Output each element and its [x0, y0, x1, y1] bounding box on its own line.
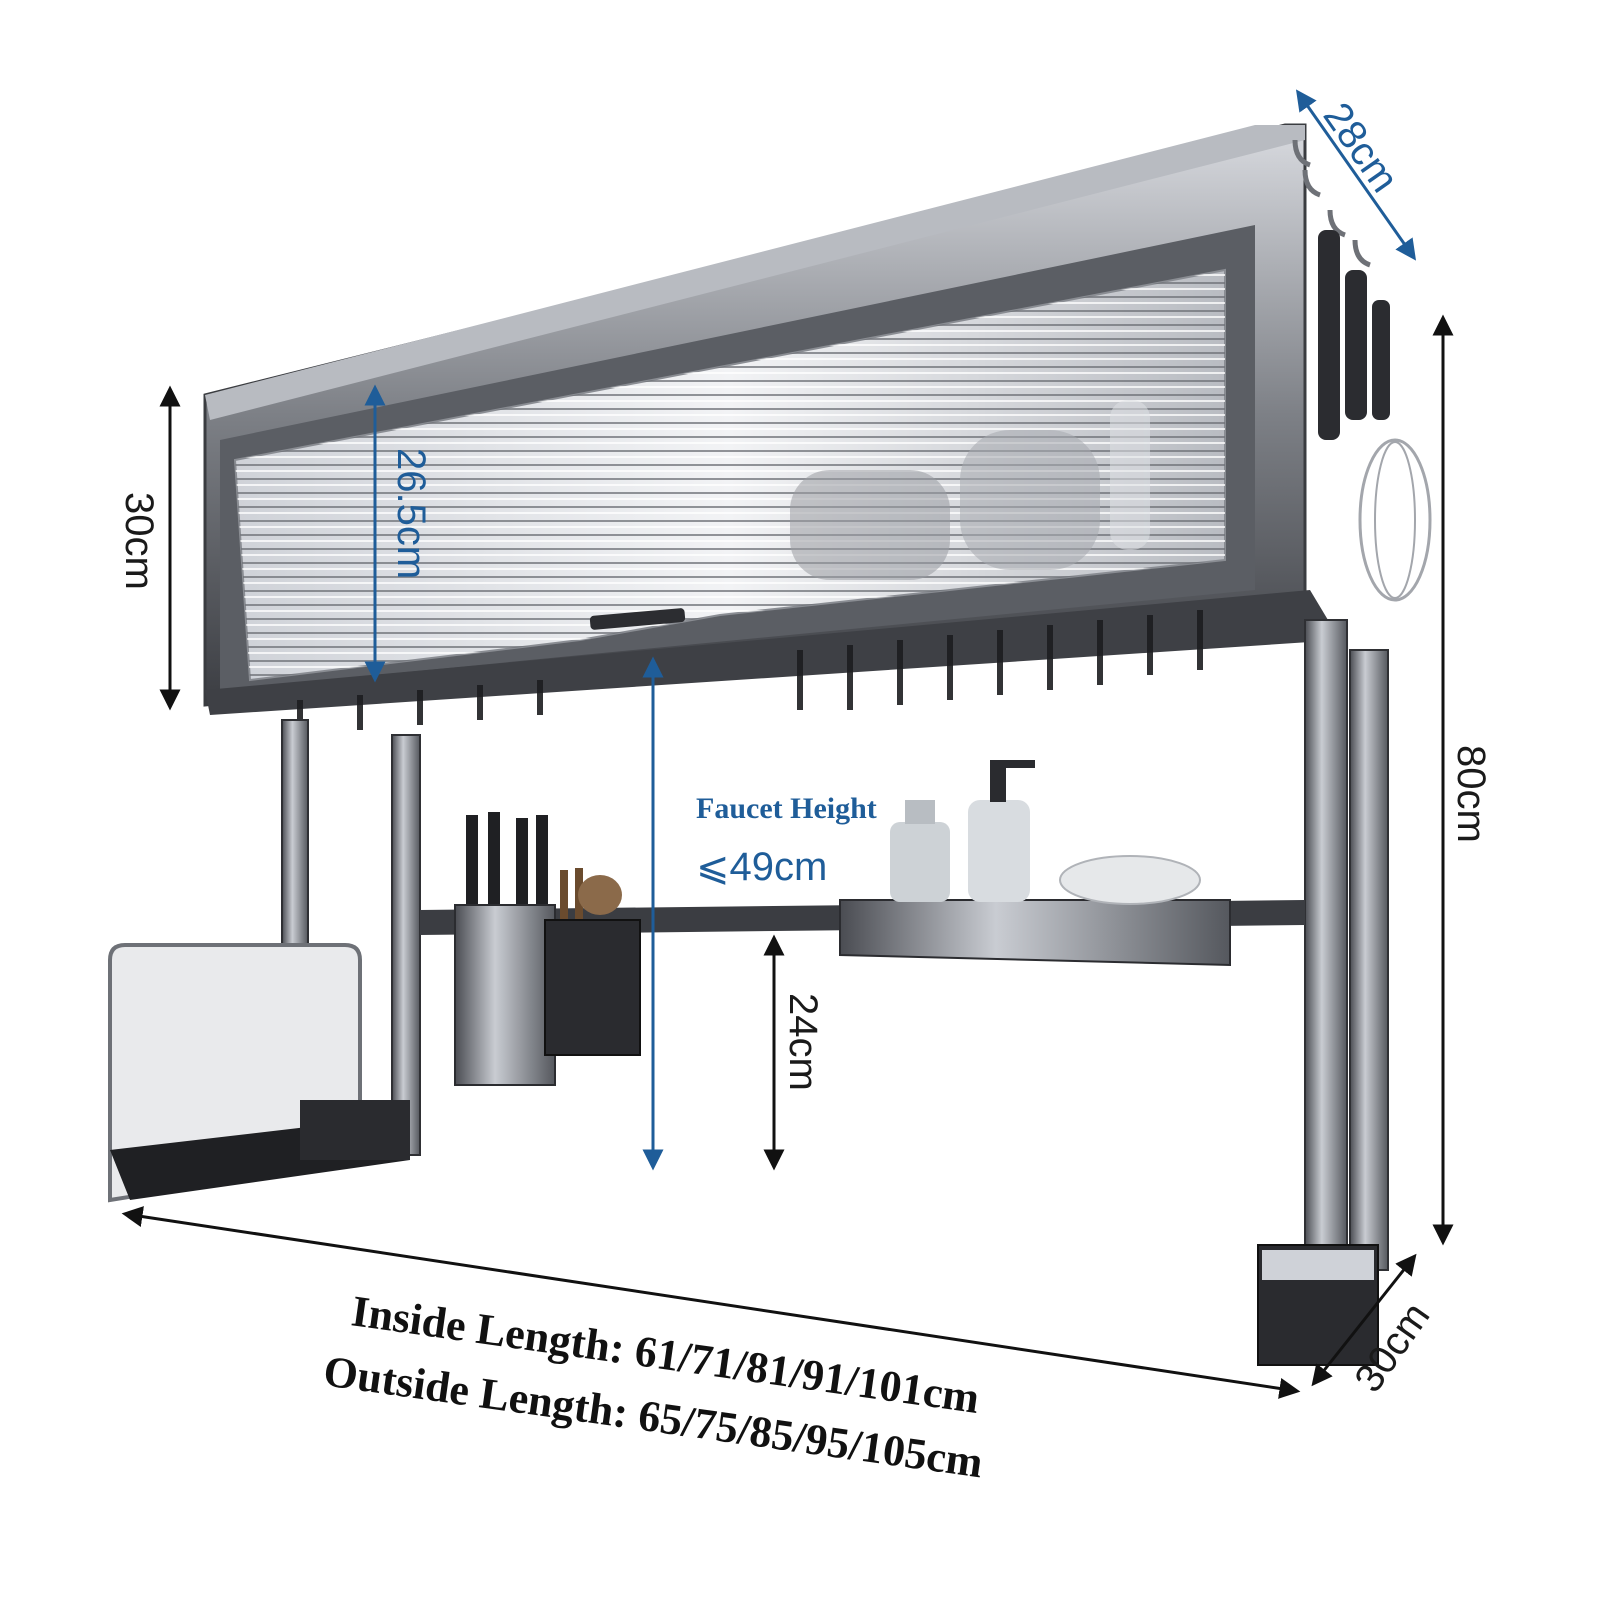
faucet-height-title: Faucet Height: [696, 792, 877, 825]
bundt-pan: [1059, 855, 1201, 905]
knife-holder: [454, 812, 641, 1086]
faucet-height-value: ⩽49cm: [696, 845, 827, 889]
stacked-plates: [790, 400, 1150, 580]
total-height-label: 80cm: [1449, 745, 1493, 843]
bottles: [890, 760, 1201, 905]
rack-illustration: [108, 123, 1432, 1366]
whisk: [1358, 438, 1432, 602]
upper-cabinet: [203, 123, 1307, 707]
cutting-board-holder: [108, 943, 410, 1203]
middle-shelf: [420, 760, 1305, 1086]
shelf-clearance-label: 24cm: [781, 993, 825, 1091]
condiment-tray: [839, 899, 1231, 967]
hanging-utensils: [1318, 230, 1432, 602]
drainer-basket: [205, 590, 1340, 735]
length-arrow: [121, 1206, 1301, 1399]
right-legs: [1257, 619, 1389, 1366]
depth-label: 28cm: [1315, 95, 1407, 200]
cabinet-handle: [589, 608, 686, 630]
cabinet-height-label: 30cm: [117, 492, 161, 590]
inner-height-label: 26.5cm: [389, 448, 433, 579]
depth-arrow: [1295, 89, 1417, 261]
base-depth-arrow: [1311, 1253, 1417, 1387]
